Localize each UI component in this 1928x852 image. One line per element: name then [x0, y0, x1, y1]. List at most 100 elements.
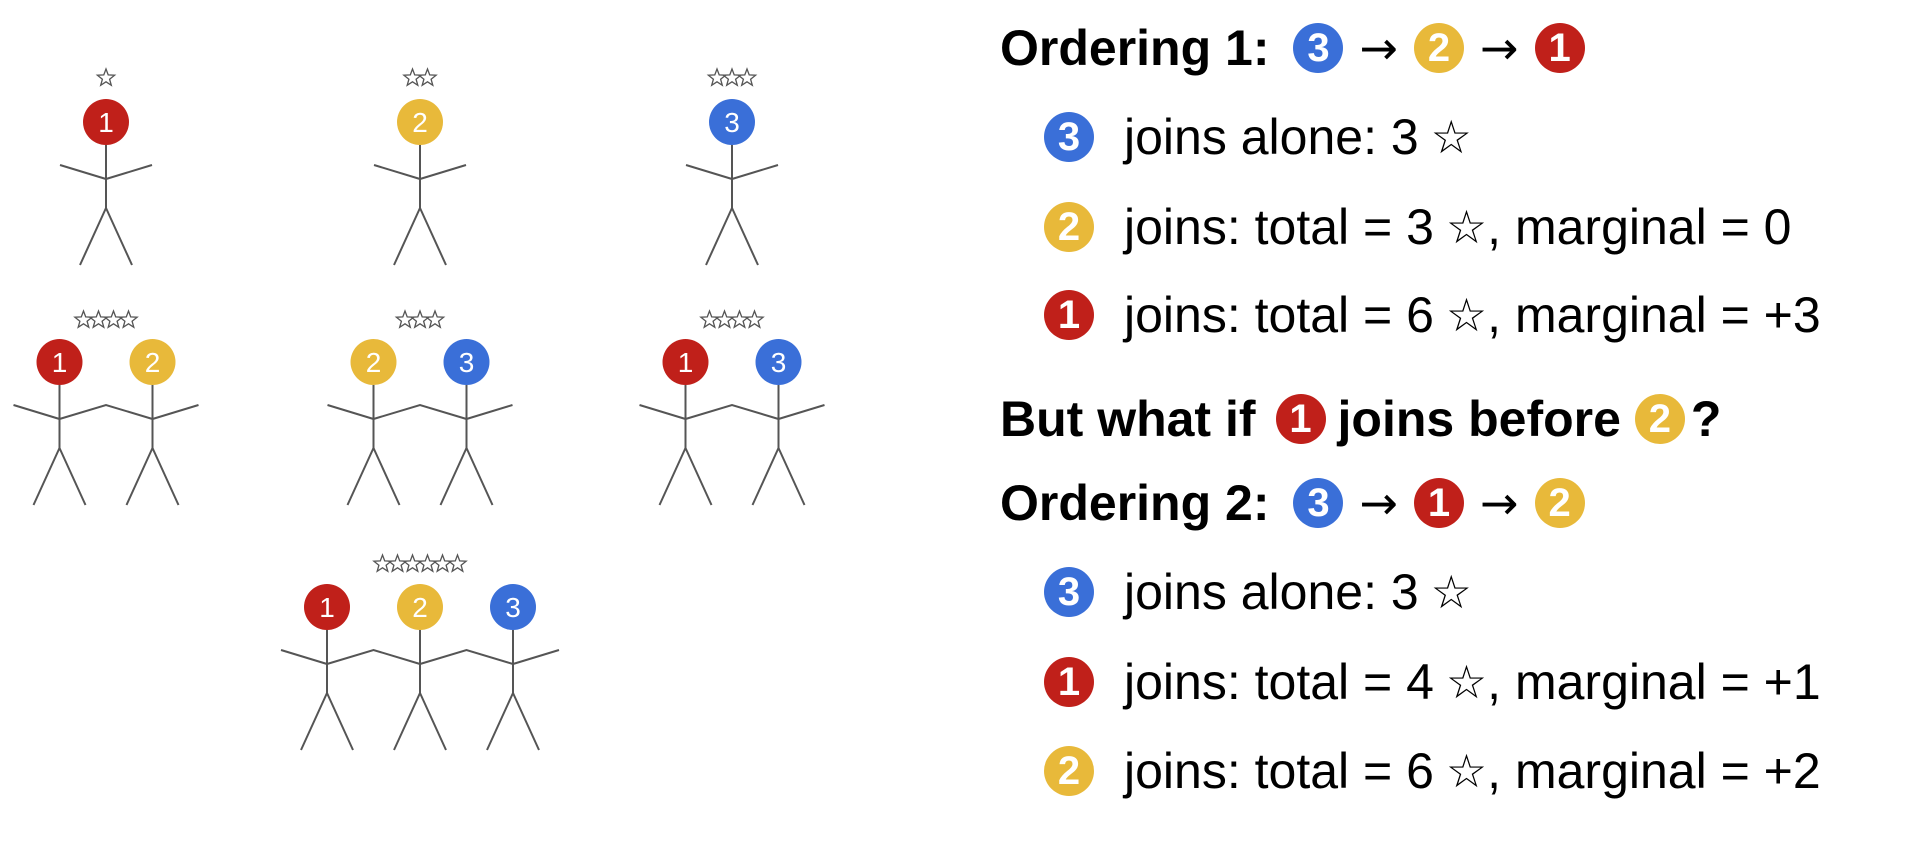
player-badge: 1: [1044, 290, 1094, 340]
linked-arms: [685, 403, 779, 420]
linked-arms: [326, 648, 421, 665]
figure-leg: [419, 207, 447, 266]
player-badge: 1: [1275, 394, 1326, 444]
star-icon: ☆: [1445, 655, 1488, 709]
step-text: joins alone: 3: [1124, 109, 1419, 165]
star-icon: [95, 67, 117, 87]
step-text: joins: total = 4: [1124, 654, 1434, 710]
figure-arm: [327, 404, 374, 420]
figure-leg: [346, 447, 375, 506]
figure-leg: [658, 447, 687, 506]
star-icon: [409, 309, 431, 329]
star-icon: [699, 309, 720, 329]
player-head-1: [304, 584, 350, 630]
star-icon: [402, 553, 423, 573]
star-icon: [103, 309, 124, 329]
step-text: joins: total = 6: [1124, 287, 1434, 343]
step-suffix: , marginal = +2: [1487, 743, 1821, 799]
figure-arm: [419, 164, 467, 180]
ordering-2-step: 3 joins alone: 3 ☆: [1044, 557, 1472, 627]
figure-leg: [125, 447, 154, 506]
figure-arm: [280, 649, 328, 665]
star-icon: [706, 67, 728, 87]
figure-arm: [731, 164, 779, 180]
ordering-2-player-third: 2: [1534, 478, 1585, 528]
ordering-1-player-first: 3: [1293, 23, 1344, 73]
step-suffix: , marginal = +3: [1487, 287, 1821, 343]
player-number-label: 1: [98, 107, 114, 138]
player-number-label: 1: [678, 347, 694, 378]
player-head-3: [755, 339, 802, 385]
player-badge: 3: [1044, 112, 1094, 162]
ordering-2-player-second: 1: [1414, 478, 1465, 528]
player-head-1: [36, 339, 83, 385]
player-badge: 1: [1044, 657, 1094, 707]
figure-leg: [393, 207, 421, 266]
figure-leg: [705, 207, 733, 266]
star-icon: [729, 309, 750, 329]
player-head-2: [129, 339, 176, 385]
figure-arm: [59, 164, 107, 180]
step-text: joins alone: 3: [1124, 564, 1419, 620]
figure-leg: [393, 692, 421, 751]
step-suffix: , marginal = +1: [1487, 654, 1821, 710]
linked-arms: [419, 648, 514, 665]
figure-leg: [684, 447, 713, 506]
figure-leg: [512, 692, 540, 751]
figure-arm: [639, 404, 686, 420]
question-middle: joins before: [1337, 391, 1621, 447]
player-number-label: 2: [412, 592, 428, 623]
player-number-label: 1: [52, 347, 68, 378]
player-number-label: 3: [771, 347, 787, 378]
star-icon: [417, 67, 438, 87]
player-head-2: [397, 99, 443, 145]
player-head-2: [397, 584, 443, 630]
player-head-3: [709, 99, 755, 145]
star-icon: [744, 309, 765, 329]
star-icon: [387, 553, 408, 573]
ordering-2-heading: Ordering 2: 3 → 1 → 2: [1000, 468, 1591, 538]
question-prefix: But what if: [1000, 391, 1256, 447]
arrow-icon: →: [1480, 21, 1519, 75]
star-icon: [417, 553, 438, 573]
player-number-label: 2: [366, 347, 382, 378]
figure-leg: [79, 207, 107, 266]
figure-leg: [751, 447, 780, 506]
arrow-icon: →: [1359, 21, 1399, 75]
player-number-label: 3: [724, 107, 740, 138]
star-icon: ☆: [1430, 110, 1472, 164]
player-number-label: 2: [412, 107, 428, 138]
player-head-3: [490, 584, 536, 630]
figure-leg: [465, 447, 494, 506]
star-icon: ☆: [1445, 744, 1488, 798]
figure-leg: [486, 692, 514, 751]
ordering-2-step: 1 joins: total = 4 ☆ , marginal = +1: [1044, 647, 1821, 717]
figure-leg: [419, 692, 447, 751]
star-icon: [73, 309, 94, 329]
star-icon: [424, 309, 446, 329]
ordering-2-player-first: 3: [1293, 478, 1344, 528]
player-head-1: [83, 99, 129, 145]
player-badge: 3: [1044, 567, 1094, 617]
orderings-panel: Ordering 1: 3 → 2 → 1 3 joins alone: 3 ☆…: [1000, 0, 1928, 852]
star-icon: ☆: [1445, 288, 1488, 342]
ordering-1-step: 3 joins alone: 3 ☆: [1044, 102, 1472, 172]
player-head-3: [443, 339, 490, 385]
ordering-1-player-third: 1: [1534, 23, 1585, 73]
figure-leg: [105, 207, 133, 266]
player-badge: 2: [1044, 202, 1094, 252]
figure-arm: [152, 404, 199, 420]
player-head-1: [662, 339, 709, 385]
step-text: joins: total = 6: [1124, 743, 1434, 799]
ordering-1-heading: Ordering 1: 3 → 2 → 1: [1000, 13, 1591, 83]
step-suffix: , marginal = 0: [1487, 199, 1792, 255]
ordering-1-step: 1 joins: total = 6 ☆ , marginal = +3: [1044, 280, 1821, 350]
figure-arm: [512, 649, 560, 665]
star-icon: [402, 67, 423, 87]
step-text: joins: total = 3: [1124, 199, 1434, 255]
arrow-icon: →: [1359, 476, 1399, 530]
player-number-label: 1: [319, 592, 335, 623]
star-icon: [432, 553, 453, 573]
ordering-1-step: 2 joins: total = 3 ☆ , marginal = 0: [1044, 192, 1792, 262]
player-badge: 2: [1044, 746, 1094, 796]
